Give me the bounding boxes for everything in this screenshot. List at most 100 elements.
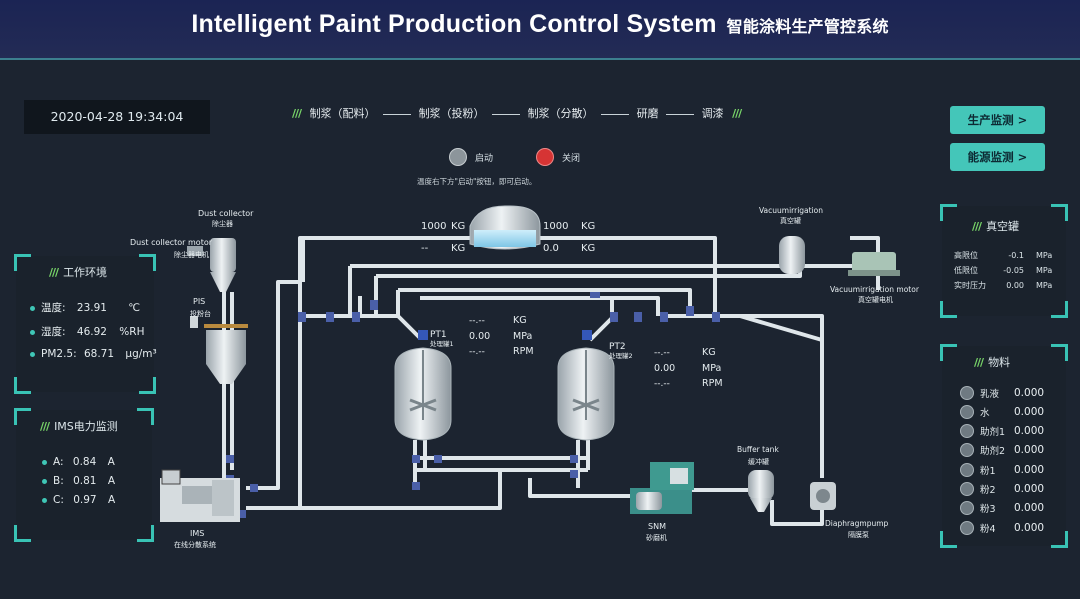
- material-indicator-icon: [960, 462, 974, 477]
- pt1-weight-unit: KG: [513, 315, 527, 326]
- process-connector: [492, 113, 521, 115]
- process-step: 制浆（配料）: [309, 107, 376, 120]
- material-indicator-icon: [960, 481, 974, 496]
- dust-motor-cn-label: 除尘器电机: [174, 250, 209, 259]
- slash-icon: ///: [732, 107, 742, 120]
- materials-title: ///物料: [974, 356, 1011, 369]
- vacuum-title: ///真空罐: [972, 220, 1020, 233]
- vacuum-motor: [848, 252, 900, 276]
- production-monitor-button[interactable]: 生产监测 >: [950, 106, 1045, 134]
- pt1-pressure: 0.00: [469, 331, 490, 342]
- phase-b-row: B: 0.81 A: [42, 475, 115, 487]
- process-connector: [601, 113, 630, 115]
- vac-irrigation-cn-label: 真空罐: [780, 216, 801, 225]
- work-env-title: ///工作环境: [49, 266, 108, 279]
- start-label: 启动: [475, 154, 494, 164]
- pis-powder-feeder: [190, 316, 248, 384]
- top-right-unit-1: KG: [581, 221, 595, 232]
- slash-icon: ///: [292, 107, 302, 120]
- work-env-panel: ///工作环境 温度: 23.91 ℃ 湿度: 46.92 %RH PM2.5:…: [14, 254, 157, 394]
- phase-a-row: A: 0.84 A: [42, 456, 115, 468]
- vac-motor-cn-label: 真空罐电机: [858, 295, 893, 304]
- ims-power-title: ///IMS电力监测: [40, 420, 118, 433]
- control-hint: 温度右下方"启动"按钮，即可启动。: [417, 177, 537, 186]
- buffer-tank-cn-label: 缓冲罐: [748, 457, 769, 466]
- app-title: Intelligent Paint Production Control Sys…: [0, 10, 1080, 39]
- vac-motor-label: Vacuumirrigation motor: [830, 285, 920, 294]
- buffer-tank-label: Buffer tank: [737, 445, 779, 454]
- start-light-icon[interactable]: [449, 148, 467, 166]
- snm-label: SNM: [648, 522, 666, 531]
- dust-motor-label: Dust collector motor: [130, 238, 213, 247]
- dust-collector-label: Dust collector: [198, 209, 254, 218]
- ims-power-panel: ///IMS电力监测 A: 0.84 A B: 0.81 A C: 0.97 A: [14, 408, 154, 542]
- material-indicator-icon: [960, 385, 974, 400]
- process-connector: [383, 113, 412, 115]
- ims-label: IMS: [190, 529, 204, 538]
- phase-c-row: C: 0.97 A: [42, 494, 115, 506]
- process-step: 调漆: [701, 107, 724, 120]
- pipe-network: [222, 236, 880, 526]
- vac-irrigation-label: Vacuumirrigation: [759, 206, 823, 215]
- humidity-value: 46.92: [76, 326, 107, 338]
- humidity-row: 湿度: 46.92 %RH: [30, 324, 144, 339]
- top-right-unit-2: KG: [581, 243, 595, 254]
- pm25-value: 68.71: [83, 348, 115, 360]
- pis-label: PIS: [193, 297, 205, 306]
- stop-light-icon[interactable]: [536, 148, 554, 166]
- dust-collector: [187, 238, 236, 292]
- top-left-unit-1: KG: [451, 221, 465, 232]
- pm25-row: PM2.5: 68.71 μg/m³: [30, 348, 157, 360]
- process-step: 研磨: [636, 107, 659, 120]
- snm-sand-mill: [630, 462, 694, 514]
- ims-machine: [160, 469, 240, 522]
- pt2-reactor: [557, 330, 615, 441]
- ims-cn-label: 在线分散系统: [174, 540, 216, 549]
- pt2-pressure-unit: MPa: [702, 363, 721, 374]
- pt1-speed: --.--: [469, 347, 485, 357]
- material-indicator-icon: [960, 520, 974, 535]
- process-step: 制浆（分散）: [527, 107, 594, 120]
- diaphragm-cn-label: 隔膜泵: [848, 530, 869, 539]
- stop-label: 关闭: [562, 154, 581, 164]
- buffer-tank: [748, 470, 774, 512]
- pt2-speed-unit: RPM: [702, 378, 723, 389]
- pt2-pressure: 0.00: [654, 363, 675, 374]
- diaphragm-pump: [810, 482, 836, 510]
- pt2-speed: --.--: [654, 379, 670, 389]
- top-right-value-1: 1000: [543, 221, 568, 232]
- vacuum-tank: [779, 236, 805, 274]
- top-left-unit-2: KG: [451, 243, 465, 254]
- energy-monitor-button[interactable]: 能源监测 >: [950, 143, 1045, 171]
- pt1-pressure-unit: MPa: [513, 331, 532, 342]
- pis-cn-label: 投粉台: [190, 309, 211, 318]
- material-indicator-icon: [960, 443, 974, 458]
- top-left-value-1: 1000: [421, 221, 446, 232]
- diaphragm-label: Diaphragmpump: [825, 519, 889, 528]
- process-connector: [666, 113, 695, 115]
- top-tank: [469, 205, 541, 250]
- process-flow: /// 制浆（配料） 制浆（投粉） 制浆（分散） 研磨 调漆 ///: [287, 105, 746, 121]
- snm-cn-label: 砂磨机: [646, 533, 667, 542]
- process-step: 制浆（投粉）: [418, 107, 485, 120]
- dust-collector-cn-label: 除尘器: [212, 219, 233, 228]
- top-right-value-2: 0.0: [543, 243, 559, 254]
- pt1-label: PT1: [430, 330, 447, 340]
- temperature-value: 23.91: [76, 302, 107, 314]
- datetime-display: 2020-04-28 19:34:04: [24, 100, 210, 134]
- title-bar: [0, 0, 1080, 60]
- app-title-en: Intelligent Paint Production Control Sys…: [191, 10, 717, 38]
- pt2-label: PT2: [609, 342, 626, 352]
